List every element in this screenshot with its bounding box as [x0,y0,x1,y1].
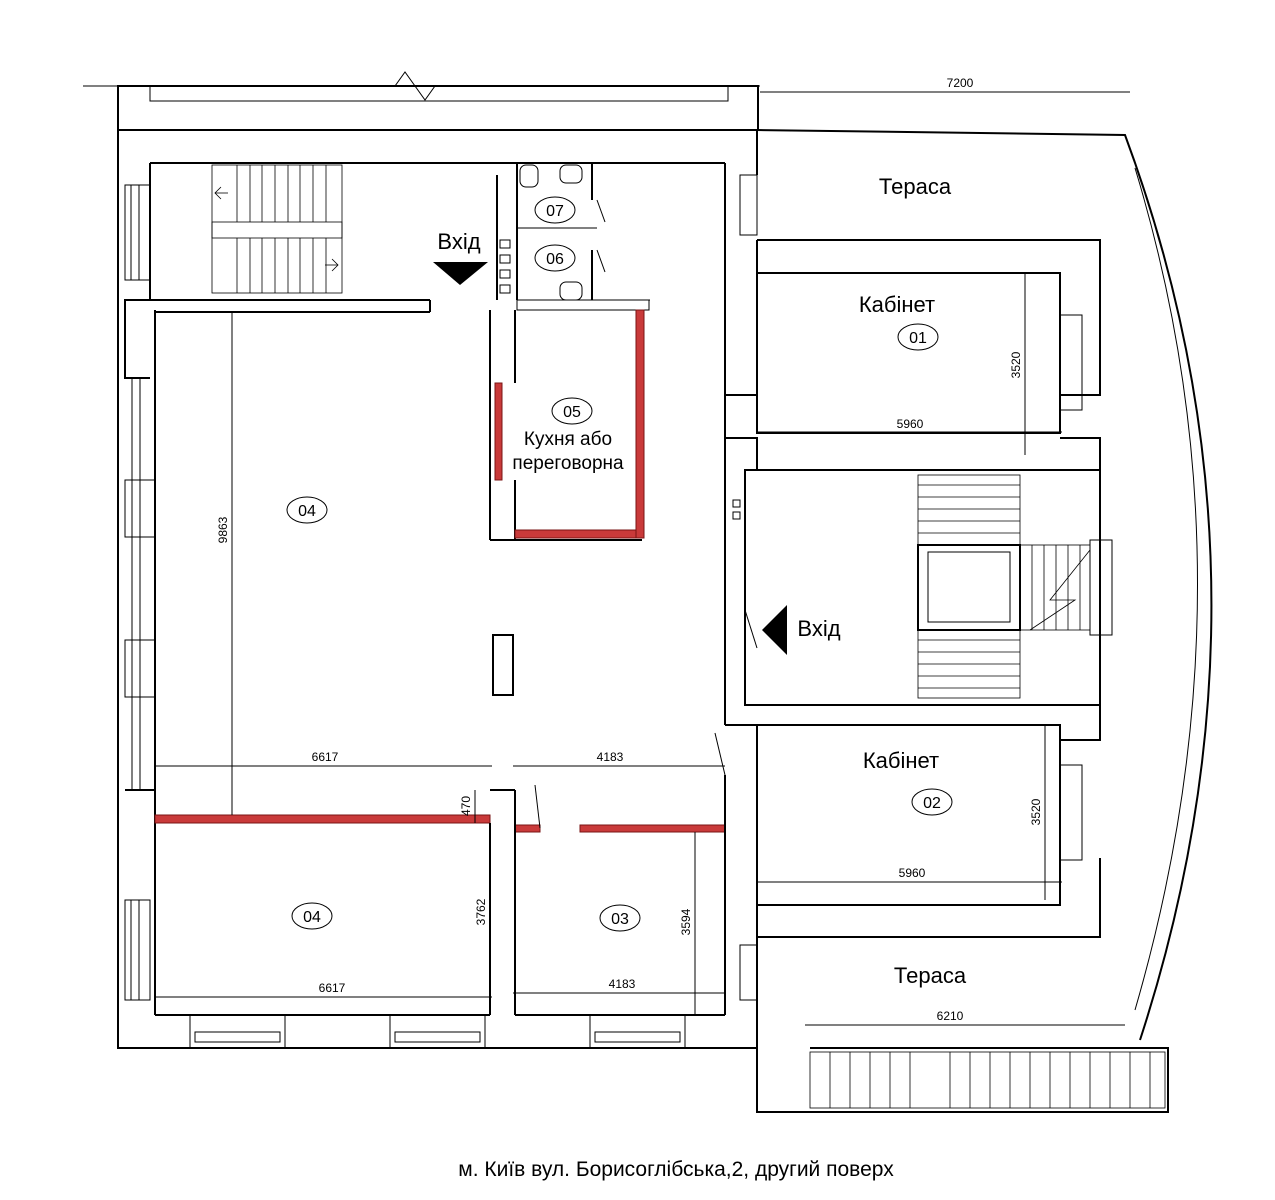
entrance-left-label: Вхід [437,229,480,254]
room-number-oval [897,323,939,351]
room-05-name-line1: Кухня або [524,429,612,450]
room-01-number: 01 [909,330,927,347]
stair-right [724,395,1113,726]
room-number-oval [291,902,333,930]
room-number-oval [551,397,593,425]
dimension-lines [155,91,1130,1026]
dim-corridor-offset: 470 [459,796,473,816]
wall-hatch [635,309,645,539]
room-number-oval [534,196,576,224]
column [492,634,514,696]
exterior-walls [83,71,760,1049]
terrace-upper-label: Тераса [879,174,952,199]
dim-r04-width-top: 6617 [312,750,339,764]
wall-hatch [514,529,643,539]
entrance-right-label: Вхід [797,616,840,641]
wall-hatch [514,824,541,833]
room-05-number: 05 [563,404,581,421]
dim-r03-height: 3594 [679,908,693,935]
dim-r02-width: 5960 [899,866,926,880]
dim-r01-width: 5960 [897,417,924,431]
room-03-number: 03 [611,911,629,928]
dim-r04-height: 9863 [216,516,230,543]
dim-r01-height: 3520 [1009,351,1023,378]
terrace-outline [756,129,1213,1113]
room-number-oval [286,496,328,524]
room-number-oval [534,244,576,272]
entrance-arrow-right [762,605,787,655]
plan-caption: м. Київ вул. Борисоглібська,2, другий по… [458,1158,894,1181]
room-number-oval [911,788,953,816]
dim-r03-width-top: 4183 [597,750,624,764]
entrance-arrow-left [433,262,488,285]
wall-hatch [154,814,491,824]
partitions-lower [154,732,726,1015]
room-number-oval [599,904,641,932]
kitchen-room-05 [489,309,645,541]
dim-r04-lower-height: 3762 [474,898,488,925]
room-04-number: 04 [298,503,316,520]
room-02-number: 02 [923,795,941,812]
room-06-number: 06 [546,251,564,268]
toilets-block [496,163,650,311]
dim-top-width: 7200 [947,76,974,90]
wall-hatch [579,824,726,833]
terrace-stair [809,1051,1166,1109]
room-01-name: Кабінет [859,292,935,317]
room-07-number: 07 [546,203,564,220]
dim-terrace-width: 6210 [937,1009,964,1023]
terrace-lower-label: Тераса [894,963,967,988]
room-04-lower-number: 04 [303,909,321,926]
office-walls [739,174,1101,1001]
room-02-name: Кабінет [863,748,939,773]
wall-hatch [494,382,503,481]
stair-left [150,164,431,313]
room-05-name-line2: переговорна [512,453,624,474]
dim-r02-height: 3520 [1029,798,1043,825]
dim-r04-width-bottom: 6617 [319,981,346,995]
dim-r03-width-bottom: 4183 [609,977,636,991]
